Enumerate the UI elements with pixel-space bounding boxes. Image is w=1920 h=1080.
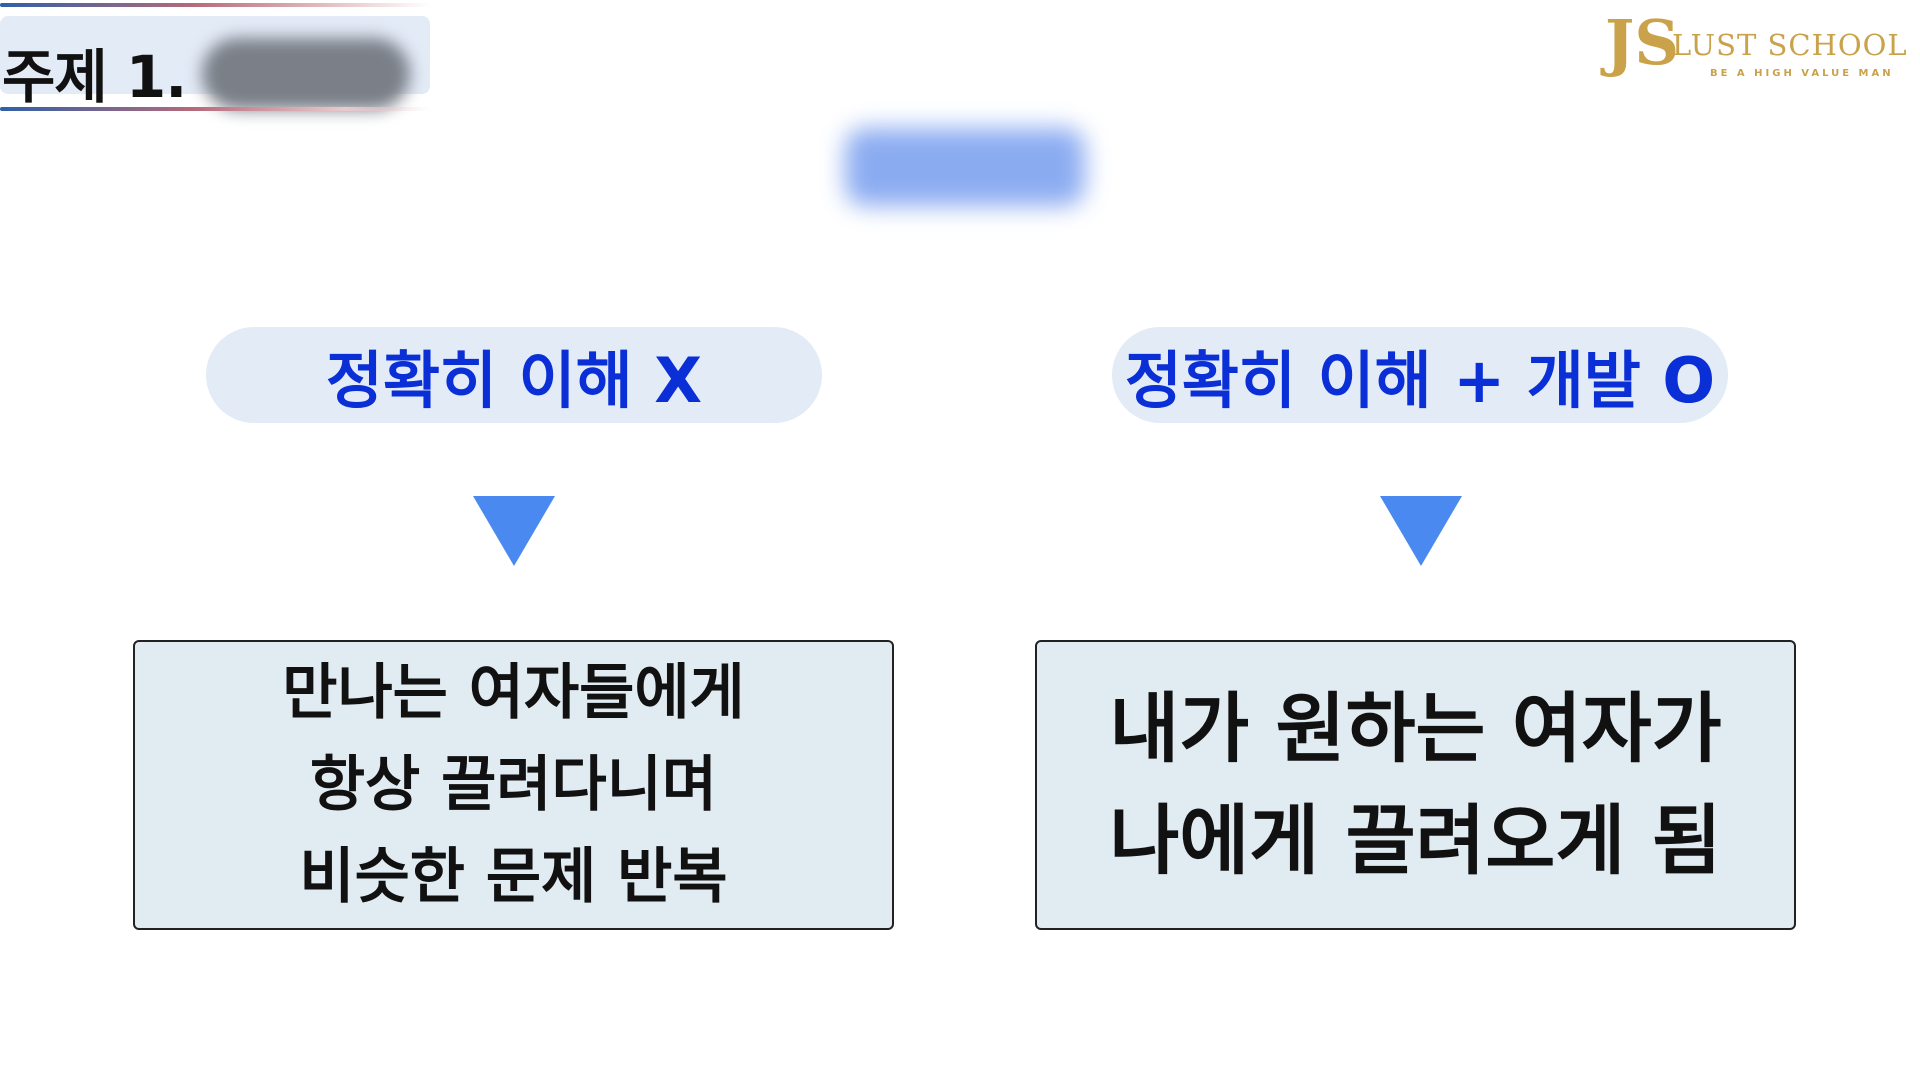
topic-header: 주제 1. (0, 16, 430, 111)
left-result-box: 만나는 여자들에게 항상 끌려다니며 비슷한 문제 반복 (133, 640, 894, 930)
left-result-line: 만나는 여자들에게 (282, 658, 745, 728)
logo-tagline: BE A HIGH VALUE MAN (1710, 68, 1894, 79)
blurred-topic-name (202, 38, 410, 110)
lust-school-logo: JS LUST SCHOOL BE A HIGH VALUE MAN (1605, 6, 1915, 82)
header-top-line (0, 3, 430, 7)
blurred-slide-title (845, 128, 1085, 206)
right-result-line: 나에게 끌려오게 됨 (1109, 796, 1722, 885)
logo-mark-icon: JS (1605, 6, 1680, 79)
left-result-line: 비슷한 문제 반복 (299, 842, 728, 912)
left-down-arrow-icon (473, 496, 555, 566)
left-condition-pill: 정확히 이해 X (206, 327, 822, 423)
left-result-line: 항상 끌려다니며 (309, 750, 718, 820)
header-bottom-line (0, 107, 430, 111)
right-result-box: 내가 원하는 여자가 나에게 끌려오게 됨 (1035, 640, 1796, 930)
topic-title: 주제 1. (2, 43, 187, 111)
right-result-line: 내가 원하는 여자가 (1109, 684, 1722, 773)
left-condition-label: 정확히 이해 X (325, 344, 703, 417)
right-condition-pill: 정확히 이해 + 개발 O (1112, 327, 1728, 423)
right-condition-label: 정확히 이해 + 개발 O (1124, 344, 1716, 417)
logo-name: LUST SCHOOL (1672, 28, 1908, 62)
right-down-arrow-icon (1380, 496, 1462, 566)
